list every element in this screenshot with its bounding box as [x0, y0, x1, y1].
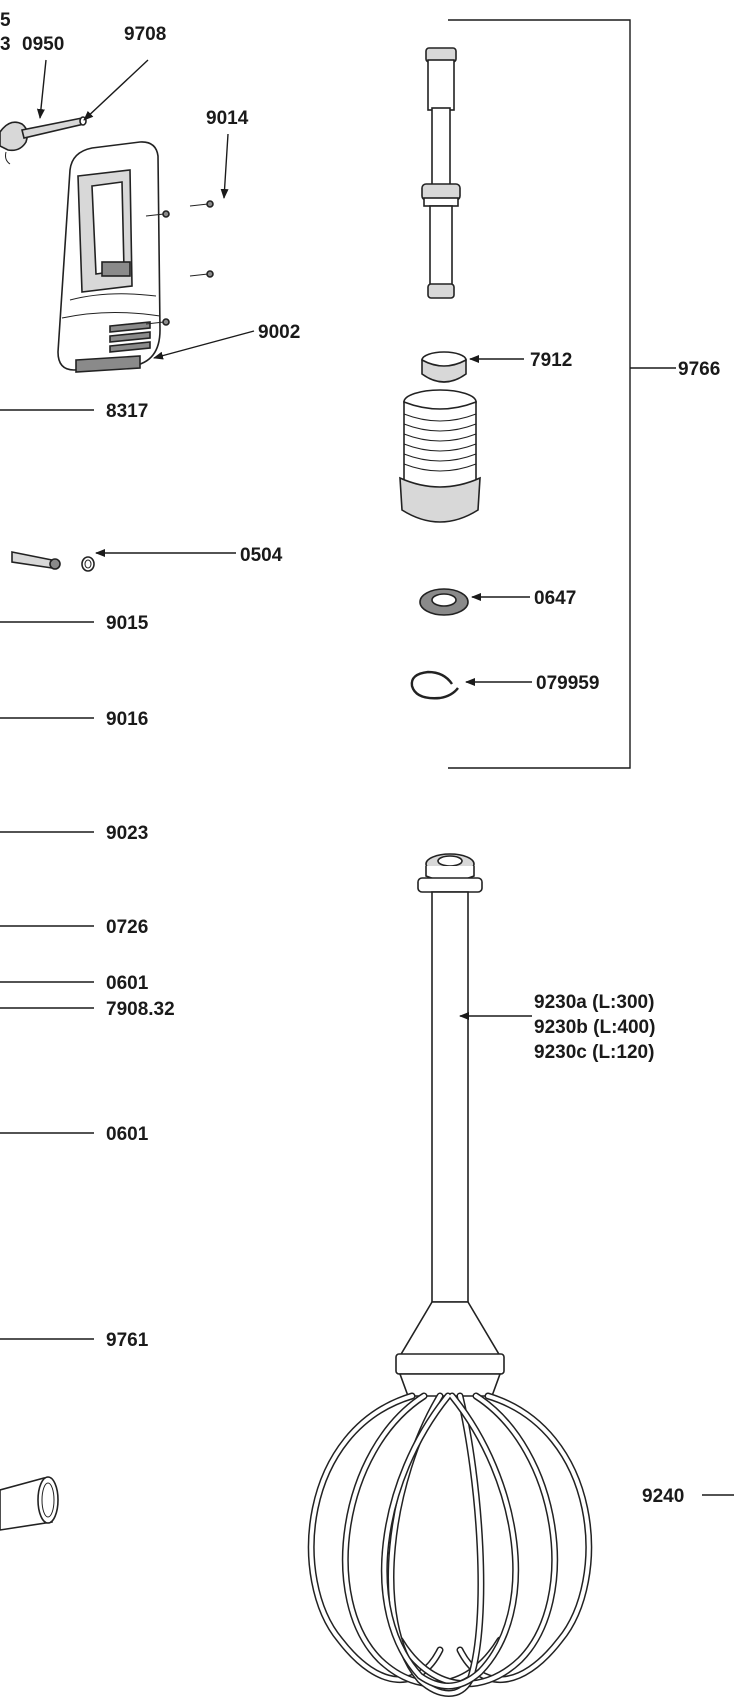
label-partial-top2: 3: [0, 34, 11, 55]
part-9708-pin: [21, 116, 87, 139]
label-079959: 079959: [536, 673, 599, 694]
label-9766: 9766: [678, 359, 720, 380]
bracket-9766: [448, 19, 676, 769]
label-9240: 9240: [642, 1486, 684, 1507]
label-0601-a: 0601: [106, 973, 149, 994]
part-0647-bearing: [419, 588, 469, 616]
label-partial-top1: 5: [0, 10, 11, 31]
part-0950-clamp: [0, 121, 29, 165]
label-8317: 8317: [106, 401, 148, 422]
label-9761: 9761: [106, 1330, 149, 1351]
label-0726: 0726: [106, 917, 148, 938]
part-labels: 5 3 0950 9708 9014 9002 8317 0504 9015 9…: [0, 10, 720, 1507]
part-0504-nut: [11, 551, 95, 572]
label-0504: 0504: [240, 545, 283, 566]
part-079959-circlip: [410, 670, 459, 700]
label-0950: 0950: [22, 34, 64, 55]
part-9230-whisk-shaft: [395, 853, 505, 1397]
label-0647: 0647: [534, 588, 576, 609]
part-9240-whisk-head: [307, 1392, 593, 1697]
label-9230a: 9230a (L:300): [534, 992, 654, 1013]
leader-lines: [0, 59, 734, 1496]
part-9002-handle-housing: [57, 141, 161, 373]
label-9023: 9023: [106, 823, 148, 844]
part-tube-bottom-left: [0, 1476, 59, 1531]
label-9014: 9014: [206, 108, 249, 129]
part-7912-bushing: [421, 351, 467, 383]
label-9002: 9002: [258, 322, 300, 343]
label-9015: 9015: [106, 613, 149, 634]
label-7912: 7912: [530, 350, 572, 371]
label-0601-b: 0601: [106, 1124, 149, 1145]
part-drive-shaft: [421, 47, 461, 299]
label-9230c: 9230c (L:120): [534, 1042, 654, 1063]
label-9708: 9708: [124, 24, 166, 45]
part-9014-screws: [145, 200, 214, 326]
label-7908-32: 7908.32: [106, 999, 175, 1020]
label-9230b: 9230b (L:400): [534, 1017, 655, 1038]
part-threaded-coupling: [399, 389, 481, 523]
label-9016: 9016: [106, 709, 148, 730]
